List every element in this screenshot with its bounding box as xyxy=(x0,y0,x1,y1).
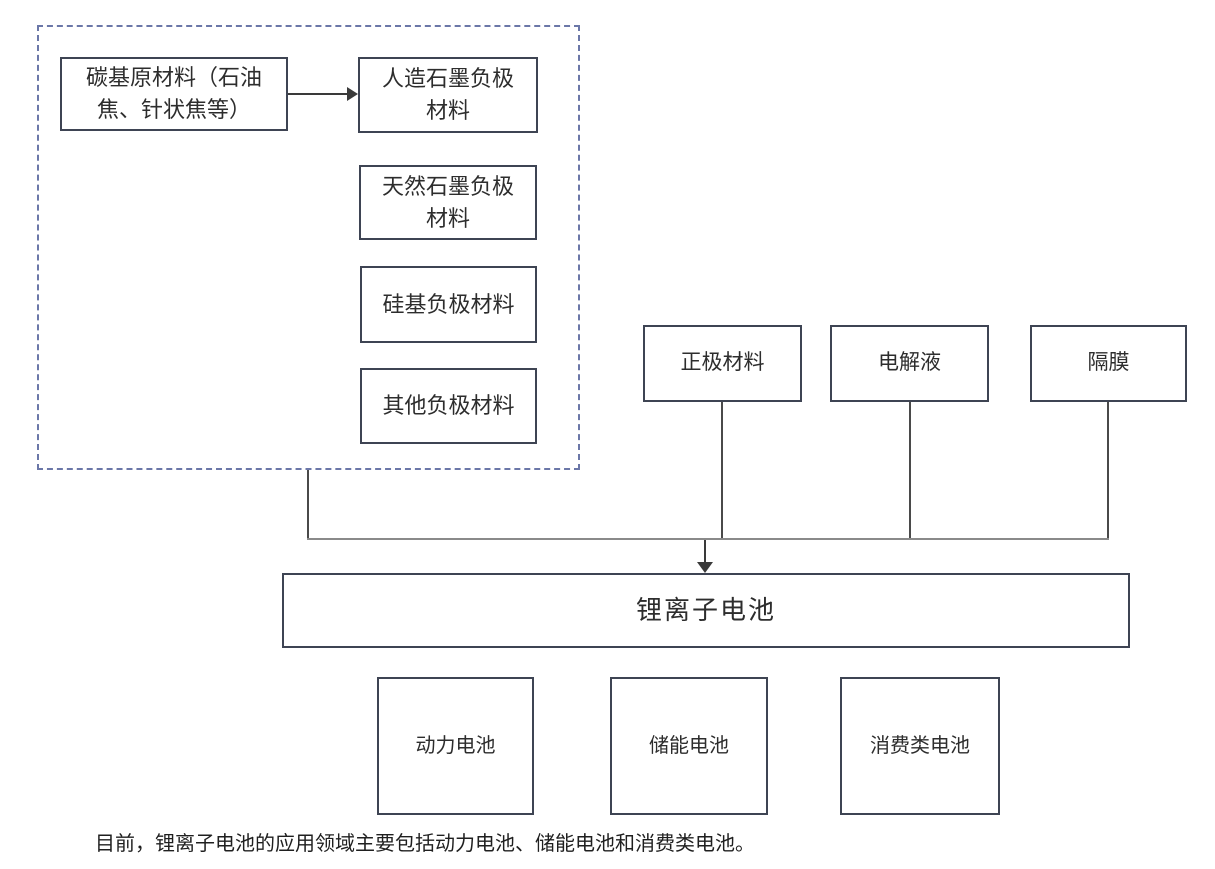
consumer-battery-label: 消费类电池 xyxy=(870,734,970,757)
cathode-material-label: 正极材料 xyxy=(680,351,765,375)
anode-materials-group-frame xyxy=(37,25,580,470)
artificial-graphite-label: 人造石墨负极 材料 xyxy=(381,66,514,123)
carbon-raw-material-label: 碳基原材料（石油 焦、针状焦等） xyxy=(85,65,262,122)
connector-separator-drop xyxy=(1107,402,1109,539)
electrolyte-label: 电解液 xyxy=(878,351,941,375)
separator-label: 隔膜 xyxy=(1087,351,1130,375)
power-battery-label: 动力电池 xyxy=(415,734,496,757)
box-power-battery: 动力电池 xyxy=(377,677,534,815)
arrow-down-icon xyxy=(697,562,713,573)
connector-raw-to-artificial xyxy=(288,93,349,95)
box-energy-storage-battery: 储能电池 xyxy=(610,677,768,815)
box-other-anode: 其他负极材料 xyxy=(360,368,537,444)
box-consumer-battery: 消费类电池 xyxy=(840,677,1000,815)
box-carbon-raw-material: 碳基原材料（石油 焦、针状焦等） xyxy=(60,57,288,131)
connector-collector-bus xyxy=(307,538,1109,540)
connector-cathode-drop xyxy=(721,402,723,539)
connector-battery-drop xyxy=(704,540,706,564)
natural-graphite-label: 天然石墨负极 材料 xyxy=(381,173,514,231)
other-anode-label: 其他负极材料 xyxy=(382,393,515,419)
box-natural-graphite-anode: 天然石墨负极 材料 xyxy=(359,165,537,240)
box-silicon-anode: 硅基负极材料 xyxy=(360,266,537,343)
silicon-anode-label: 硅基负极材料 xyxy=(382,291,515,317)
arrow-right-icon xyxy=(347,87,358,101)
connector-electrolyte-drop xyxy=(909,402,911,539)
box-electrolyte: 电解液 xyxy=(830,325,989,402)
box-lithium-ion-battery: 锂离子电池 xyxy=(282,573,1130,648)
box-separator: 隔膜 xyxy=(1030,325,1187,402)
box-cathode-material: 正极材料 xyxy=(643,325,802,402)
connector-anode-group-drop xyxy=(307,470,309,539)
caption-text: 目前，锂离子电池的应用领域主要包括动力电池、储能电池和消费类电池。 xyxy=(95,833,755,855)
box-artificial-graphite-anode: 人造石墨负极 材料 xyxy=(358,57,538,133)
lithium-ion-battery-label: 锂离子电池 xyxy=(635,594,776,625)
energy-storage-battery-label: 储能电池 xyxy=(649,734,729,757)
